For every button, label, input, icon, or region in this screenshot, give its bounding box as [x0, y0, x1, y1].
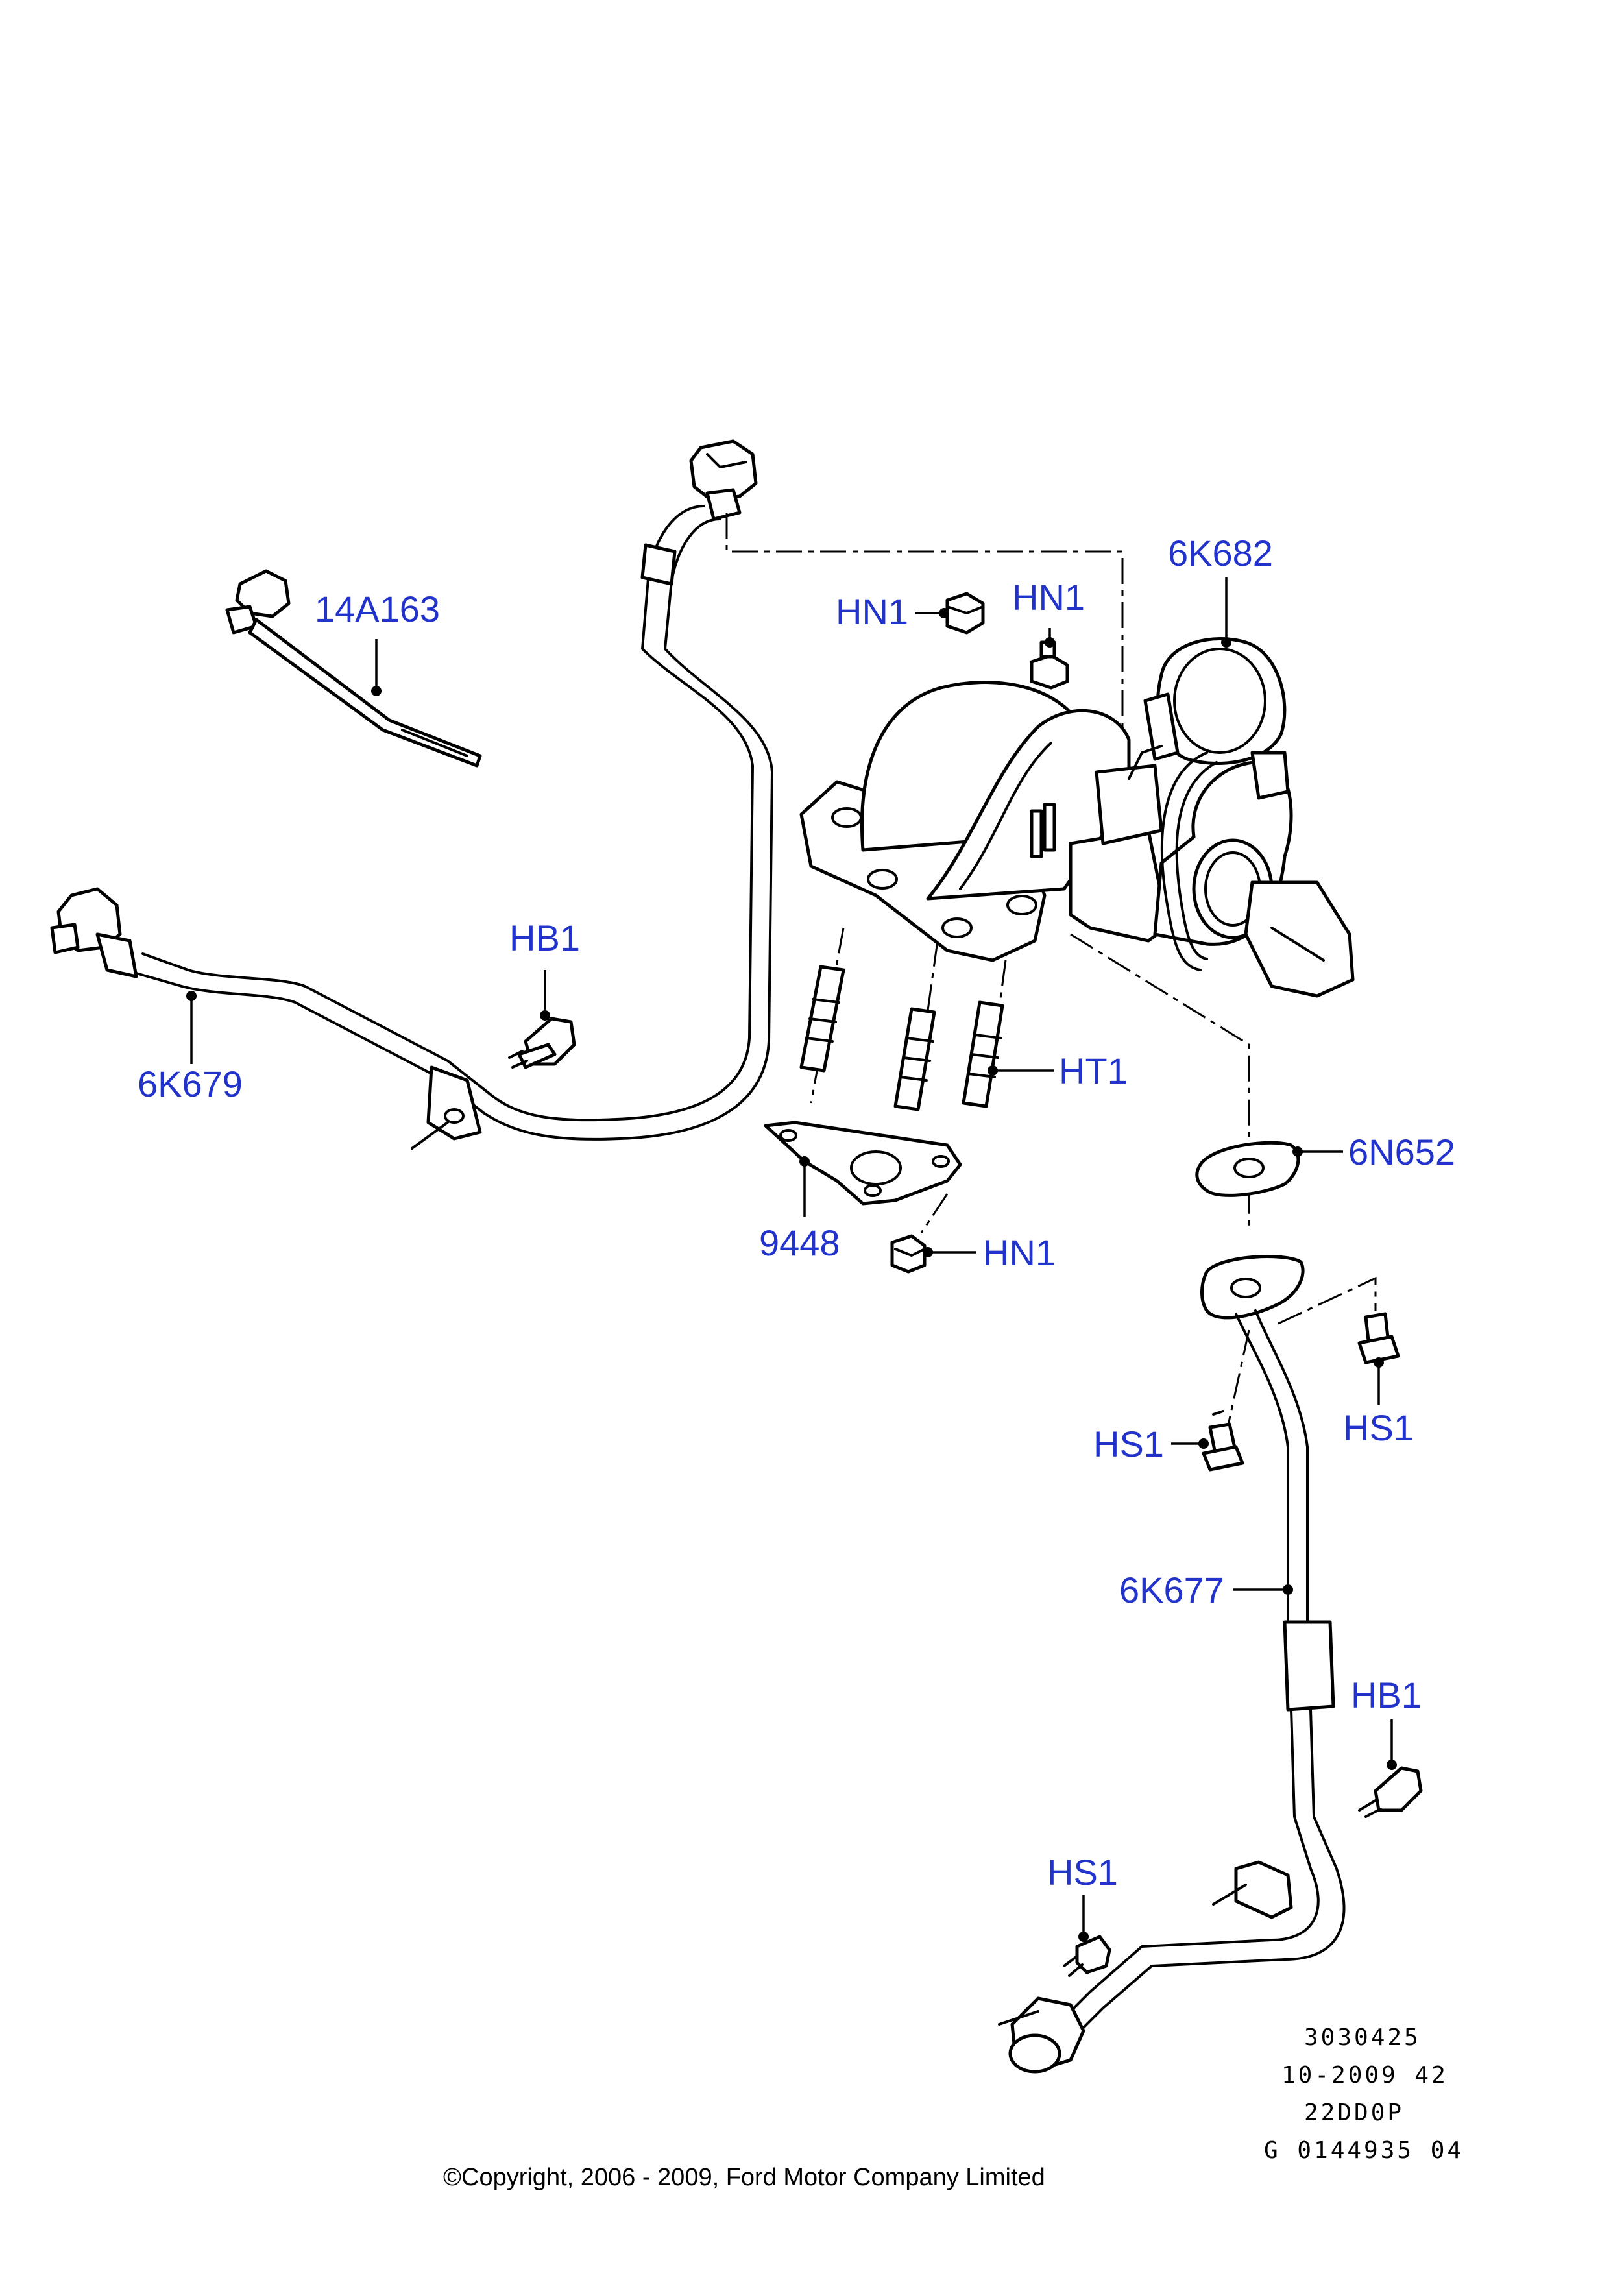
studs-ht1 — [799, 965, 1004, 1111]
bolt-hs1-middle — [1202, 1410, 1244, 1472]
cable-tie-14a163 — [225, 569, 482, 768]
nut-hn1-top-left — [945, 592, 985, 635]
reference-line-2: 10-2009 42 — [1281, 2062, 1448, 2089]
callout-9448: 9448 — [759, 1222, 840, 1263]
bolt-hb1-right — [1358, 1766, 1423, 1818]
oil-return-pipe-6k677 — [998, 1255, 1346, 2074]
gasket-9448 — [764, 1121, 962, 1206]
turbocharger-6k682 — [799, 637, 1355, 998]
callout-hs1-b: HS1 — [1343, 1407, 1414, 1448]
gasket-6n652 — [1195, 1141, 1300, 1197]
reference-block: 3030425 10-2009 42 22DD0P G 0144935 04 — [1264, 2024, 1464, 2164]
callout-leaders — [186, 577, 1397, 1942]
reference-line-1: 3030425 — [1304, 2024, 1421, 2051]
callout-hn1-a: HN1 — [836, 591, 908, 632]
callout-hs1-c: HS1 — [1047, 1852, 1118, 1893]
reference-line-3: 22DD0P — [1304, 2100, 1404, 2126]
callout-hb1-right: HB1 — [1351, 1675, 1422, 1715]
callout-6k679: 6K679 — [138, 1063, 243, 1104]
callout-hb1-left: HB1 — [509, 917, 580, 958]
nut-hn1-lower — [890, 1234, 927, 1274]
copyright-notice: ©Copyright, 2006 - 2009, Ford Motor Comp… — [443, 2164, 1045, 2191]
callout-14a163: 14A163 — [315, 588, 440, 629]
bolt-hs1-lower — [1063, 1935, 1111, 1977]
oil-feed-pipe-6k679 — [50, 439, 773, 1150]
nut-hn1-top-right — [1030, 640, 1069, 690]
callout-6k677: 6K677 — [1119, 1570, 1224, 1610]
bolt-hb1-left — [508, 1017, 576, 1069]
callout-6n652: 6N652 — [1348, 1132, 1455, 1172]
reference-line-4: G 0144935 04 — [1264, 2137, 1464, 2164]
callout-ht1: HT1 — [1059, 1050, 1128, 1091]
callout-hn1-c: HN1 — [983, 1232, 1056, 1273]
callout-hn1-b: HN1 — [1012, 577, 1085, 618]
callout-6k682: 6K682 — [1168, 533, 1273, 574]
bolt-hs1-right — [1357, 1312, 1400, 1364]
callout-hs1-a: HS1 — [1093, 1424, 1164, 1464]
